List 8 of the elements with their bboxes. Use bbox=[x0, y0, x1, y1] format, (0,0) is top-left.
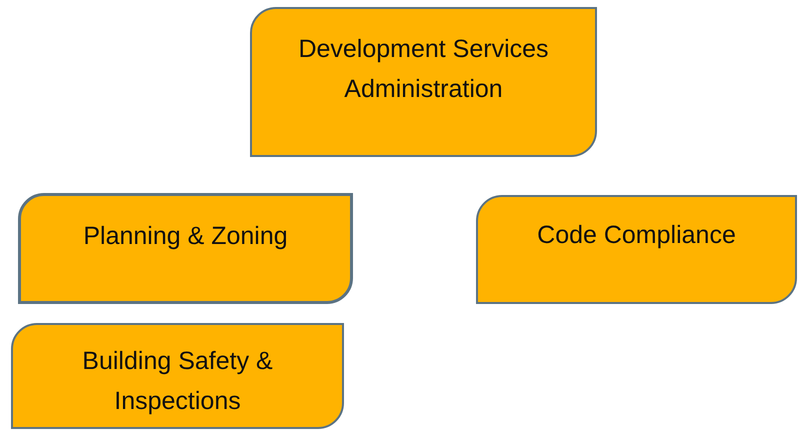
org-box bbox=[11, 323, 344, 429]
box-label: Development Services Administration bbox=[297, 34, 550, 105]
org-box bbox=[250, 7, 597, 157]
box-label: Building Safety & Inspections bbox=[81, 346, 274, 417]
org-box bbox=[18, 193, 353, 304]
org-box bbox=[476, 195, 797, 304]
box-label: Code Compliance bbox=[537, 220, 736, 251]
box-label: Planning & Zoning bbox=[83, 221, 288, 252]
